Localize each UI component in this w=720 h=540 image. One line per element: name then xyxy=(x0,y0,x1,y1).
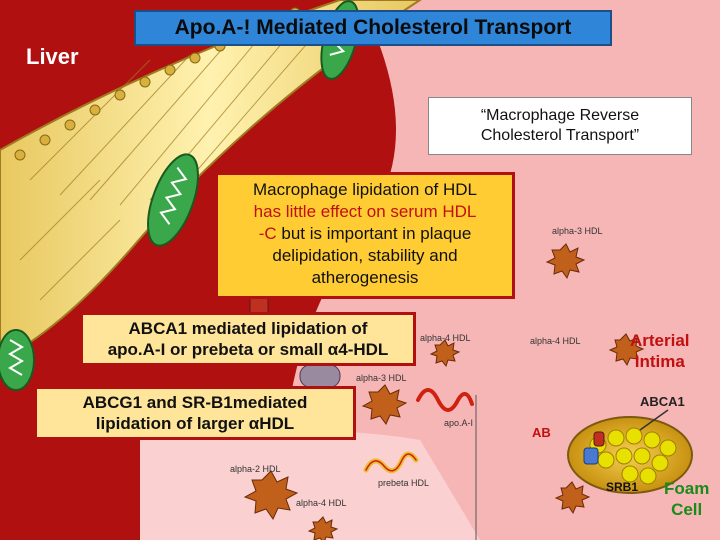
label-alpha3-mid: alpha-3 HDL xyxy=(356,373,407,383)
foam-line2: Cell xyxy=(671,500,703,519)
lipidation-line3: -C but is important in plaque xyxy=(218,223,512,245)
intima-lower-region xyxy=(140,430,480,540)
arterial-line2: Intima xyxy=(634,352,685,371)
label-apoa1: apo.A-I xyxy=(444,418,474,428)
abca1-note-line1: ABCA1 mediated lipidation of xyxy=(128,319,368,338)
liver-label: Liver xyxy=(26,44,79,69)
lipidation-line4: delipidation, stability and xyxy=(272,246,458,265)
label-alpha4-bottom: alpha-4 HDL xyxy=(296,498,347,508)
reverse-transport-line2: Cholesterol Transport” xyxy=(480,127,640,144)
arterial-intima-label: Arterial Intima xyxy=(630,330,690,372)
hdl-particle-alpha2 xyxy=(243,470,299,521)
mitochondrion-1 xyxy=(147,153,199,247)
abca1-note-line2: apo.A-I or prebeta or small α4-HDL xyxy=(107,340,389,359)
label-alpha4-right: alpha-4 HDL xyxy=(530,336,581,346)
abca1-arrow xyxy=(639,409,669,431)
foam-cell-shape xyxy=(567,416,693,494)
mitochondrion-3 xyxy=(0,329,35,391)
abcg1-note-line2: lipidation of larger αHDL xyxy=(95,414,295,433)
abca1-transporter-label: ABCA1 xyxy=(640,394,685,409)
prebeta-squiggle-outline xyxy=(365,453,417,472)
hdl-particle-alpha3-mid xyxy=(361,384,408,425)
label-prebeta: prebeta HDL xyxy=(378,478,430,488)
reverse-transport-line1: “Macrophage Reverse xyxy=(480,107,640,124)
foam-cell-label: Foam Cell xyxy=(664,478,709,520)
srb1-receptor-label: SRB1 xyxy=(606,480,639,494)
lipidation-line2: has little effect on serum HDL xyxy=(253,202,477,221)
ab-transporter-label: AB xyxy=(532,425,551,440)
lipidation-line5: atherogenesis xyxy=(311,268,419,287)
hdl-particle-alpha4-bottom xyxy=(307,516,339,540)
abcg1-note-line1: ABCG1 and SR-B1mediated xyxy=(82,393,308,412)
page-title: Apo.A-! Mediated Cholesterol Transport xyxy=(134,10,612,46)
hdl-particle-alpha3-top xyxy=(545,243,586,280)
hdl-particle-alpha4-right xyxy=(608,333,645,367)
apoa1-squiggle xyxy=(416,388,474,412)
lipidation-line3-red: -C xyxy=(258,224,277,243)
foam-line1: Foam xyxy=(664,479,710,498)
macrophage-lipidation-note: Macrophage lipidation of HDL has little … xyxy=(215,172,515,299)
label-alpha3-top: alpha-3 HDL xyxy=(552,226,603,236)
label-alpha4-mid: alpha-4 HDL xyxy=(420,333,471,343)
lipidation-line3-rest: but is important in plaque xyxy=(276,224,472,243)
label-alpha2: alpha-2 HDL xyxy=(230,464,281,474)
hdl-particles xyxy=(243,243,645,540)
abca1-lipidation-note: ABCA1 mediated lipidation of apo.A-I or … xyxy=(80,312,416,366)
reverse-transport-label: “Macrophage Reverse Cholesterol Transpor… xyxy=(428,97,692,155)
lipidation-line1: Macrophage lipidation of HDL xyxy=(253,180,477,199)
hdl-particle-alpha4-mid xyxy=(429,339,461,368)
liver-membrane-band xyxy=(0,0,422,362)
hdl-particle-near-foam xyxy=(554,481,591,515)
abcg1-lipidation-note: ABCG1 and SR-B1mediated lipidation of la… xyxy=(34,386,356,440)
arterial-line1: Arterial xyxy=(630,331,690,350)
